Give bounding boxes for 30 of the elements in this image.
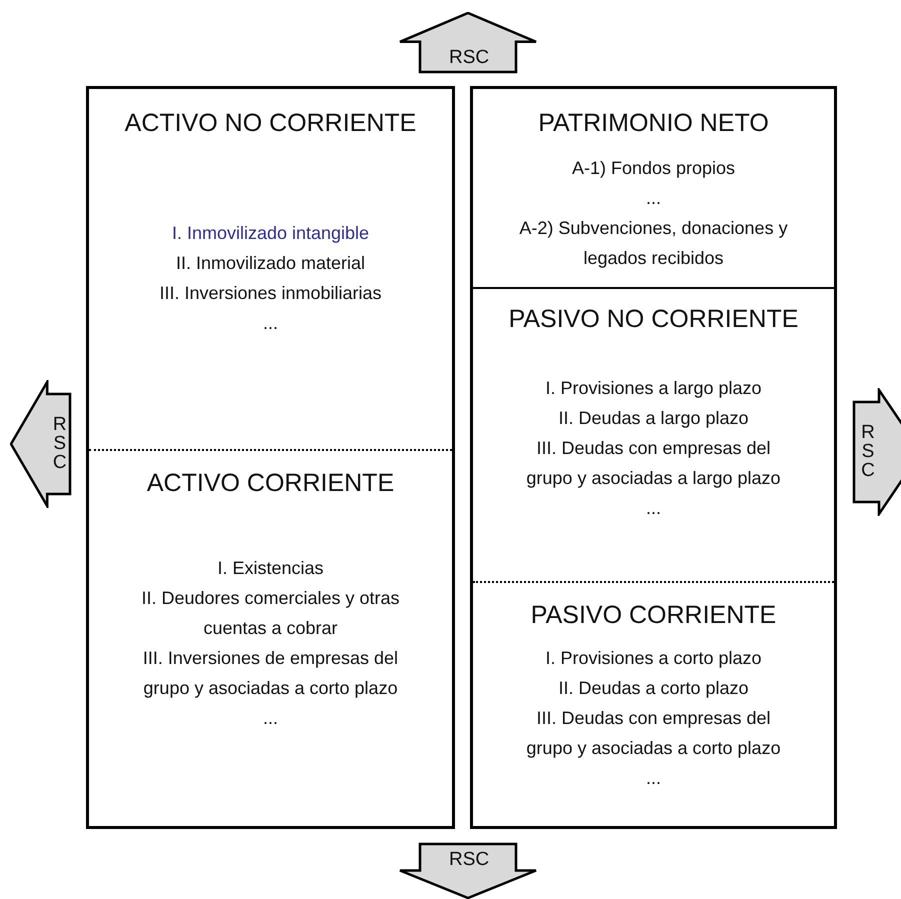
account-item: III. Deudas con empresas del grupo y asociadas a largo plazo	[525, 437, 782, 490]
account-item: I. Inmovilizado intangible	[170, 222, 370, 245]
balance-column-box	[86, 86, 455, 829]
account-item: II. Deudas a corto plazo	[557, 677, 750, 700]
section-heading: PATRIMONIO NETO	[538, 108, 769, 139]
balance-column-box	[470, 86, 837, 829]
account-item: II. Inmovilizado material	[174, 252, 366, 275]
arrow-label: RSC	[449, 850, 490, 870]
arrow-label: RSC	[49, 414, 70, 471]
section-heading: PASIVO CORRIENTE	[530, 600, 776, 631]
account-item: I. Provisiones a corto plazo	[544, 647, 763, 670]
account-item: II. Deudas a largo plazo	[557, 407, 750, 430]
arrow-label: RSC	[449, 48, 490, 68]
account-item: II. Deudores comerciales y otras cuentas a cobrar	[140, 587, 401, 640]
account-item: I. Provisiones a largo plazo	[544, 377, 763, 400]
account-item: III. Deudas con empresas del grupo y asociadas a corto plazo	[525, 707, 782, 760]
section-heading: ACTIVO NO CORRIENTE	[124, 108, 416, 139]
section-heading: PASIVO NO CORRIENTE	[508, 304, 798, 335]
account-item: ...	[262, 707, 279, 730]
account-item: ...	[262, 312, 279, 335]
account-item: I. Existencias	[216, 557, 325, 580]
account-item: A-1) Fondos propios	[570, 157, 736, 180]
account-item: ...	[644, 187, 662, 210]
account-item: ...	[644, 767, 662, 790]
account-item: III. Inversiones de empresas del grupo y asociadas a corto plazo	[142, 647, 400, 700]
section-heading: ACTIVO CORRIENTE	[146, 468, 394, 499]
arrow-label: RSC	[857, 422, 878, 479]
account-item: A-2) Subvenciones, donaciones y legados recibidos	[518, 217, 788, 270]
account-item: ...	[644, 497, 662, 520]
account-item: III. Inversiones inmobiliarias	[158, 282, 383, 305]
